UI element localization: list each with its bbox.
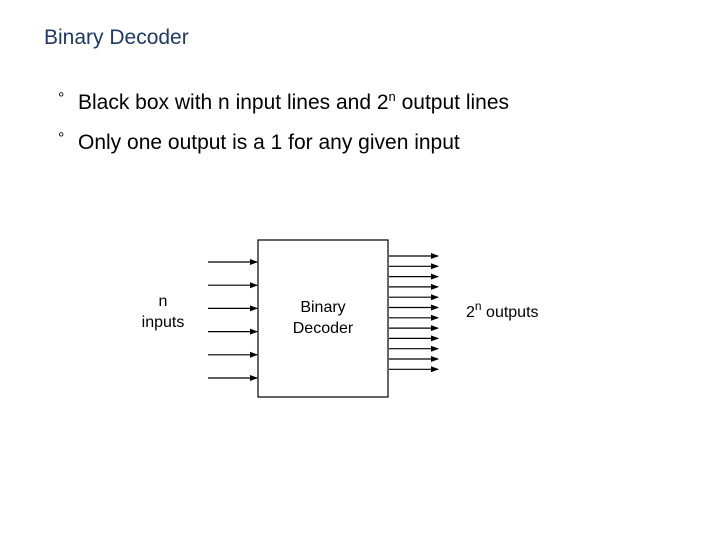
output-label-rest: outputs (481, 304, 539, 321)
box-label-binary: Binary (300, 299, 346, 316)
bullet-item-1: ° Black box with n input lines and 2n out… (58, 90, 509, 115)
bullet-marker: ° (58, 130, 65, 147)
bullet-text-2: Only one output is a 1 for any given inp… (78, 131, 460, 154)
decoder-box (257, 239, 389, 398)
bullet-item-2: ° Only one output is a 1 for any given in… (58, 130, 460, 155)
bullet-text-1a: Black box with n input lines and 2 (78, 91, 389, 114)
slide-title: Binary Decoder (44, 26, 189, 49)
box-label-decoder: Decoder (292, 320, 354, 337)
input-arrows (208, 259, 258, 381)
bullet-text-1b: output lines (395, 91, 510, 114)
input-label: n inputs (133, 291, 193, 333)
output-arrows (389, 253, 439, 373)
output-label: 2n outputs (466, 299, 539, 323)
input-label-n: n (158, 293, 168, 310)
box-label: Binary Decoder (278, 297, 368, 339)
output-label-sup: n (474, 299, 482, 313)
input-label-inputs: inputs (141, 314, 185, 331)
bullet-superscript-n: n (388, 89, 396, 104)
bullet-marker: ° (58, 90, 65, 107)
output-label-base: 2 (466, 304, 475, 321)
